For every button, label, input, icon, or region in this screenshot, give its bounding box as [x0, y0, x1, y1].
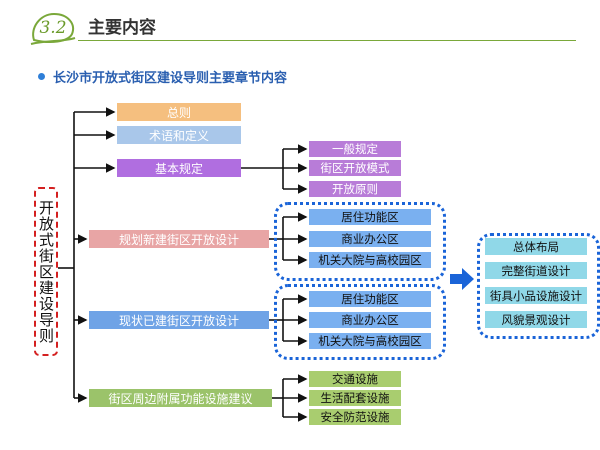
new-district-group: [274, 202, 446, 281]
sub-item: 机关大院与高校园区: [309, 252, 431, 268]
root-node: 开放式街区建设导则: [34, 187, 58, 356]
section-title: 主要内容: [88, 18, 156, 38]
sub-item: 开放原则: [309, 181, 401, 197]
sub-item: 交通设施: [309, 371, 401, 387]
chapter-facilities: 街区周边附属功能设施建议: [89, 389, 272, 407]
chapter-basic-rules: 基本规定: [117, 159, 241, 177]
right-arrow-icon: [450, 268, 474, 290]
chapter-general: 总则: [117, 103, 241, 121]
chapter-new-district: 规划新建街区开放设计: [89, 230, 269, 248]
slide-subtitle: 长沙市开放式街区建设导则主要章节内容: [53, 71, 288, 86]
sub-item: 安全防范设施: [309, 409, 401, 425]
design-element: 街具小品设施设计: [485, 287, 587, 304]
design-element: 完整街道设计: [485, 262, 587, 279]
sub-item: 商业办公区: [309, 312, 431, 328]
design-elements-group: [477, 233, 600, 339]
design-element: 总体布局: [485, 238, 587, 255]
existing-district-group: [274, 284, 446, 360]
sub-item: 居住功能区: [309, 209, 431, 225]
sub-item: 机关大院与高校园区: [309, 333, 431, 349]
header-divider: [78, 40, 576, 41]
chapter-existing-district: 现状已建街区开放设计: [89, 311, 269, 329]
sub-item: 街区开放模式: [309, 160, 401, 176]
chapter-terms: 术语和定义: [117, 126, 241, 144]
sub-item: 商业办公区: [309, 231, 431, 247]
section-badge-icon: [30, 12, 76, 45]
bullet-icon: [38, 73, 45, 80]
sub-item: 居住功能区: [309, 291, 431, 307]
sub-item: 生活配套设施: [309, 390, 401, 406]
section-number: 3.2: [39, 18, 67, 38]
design-element: 风貌景观设计: [485, 311, 587, 328]
sub-item: 一般规定: [309, 141, 401, 157]
